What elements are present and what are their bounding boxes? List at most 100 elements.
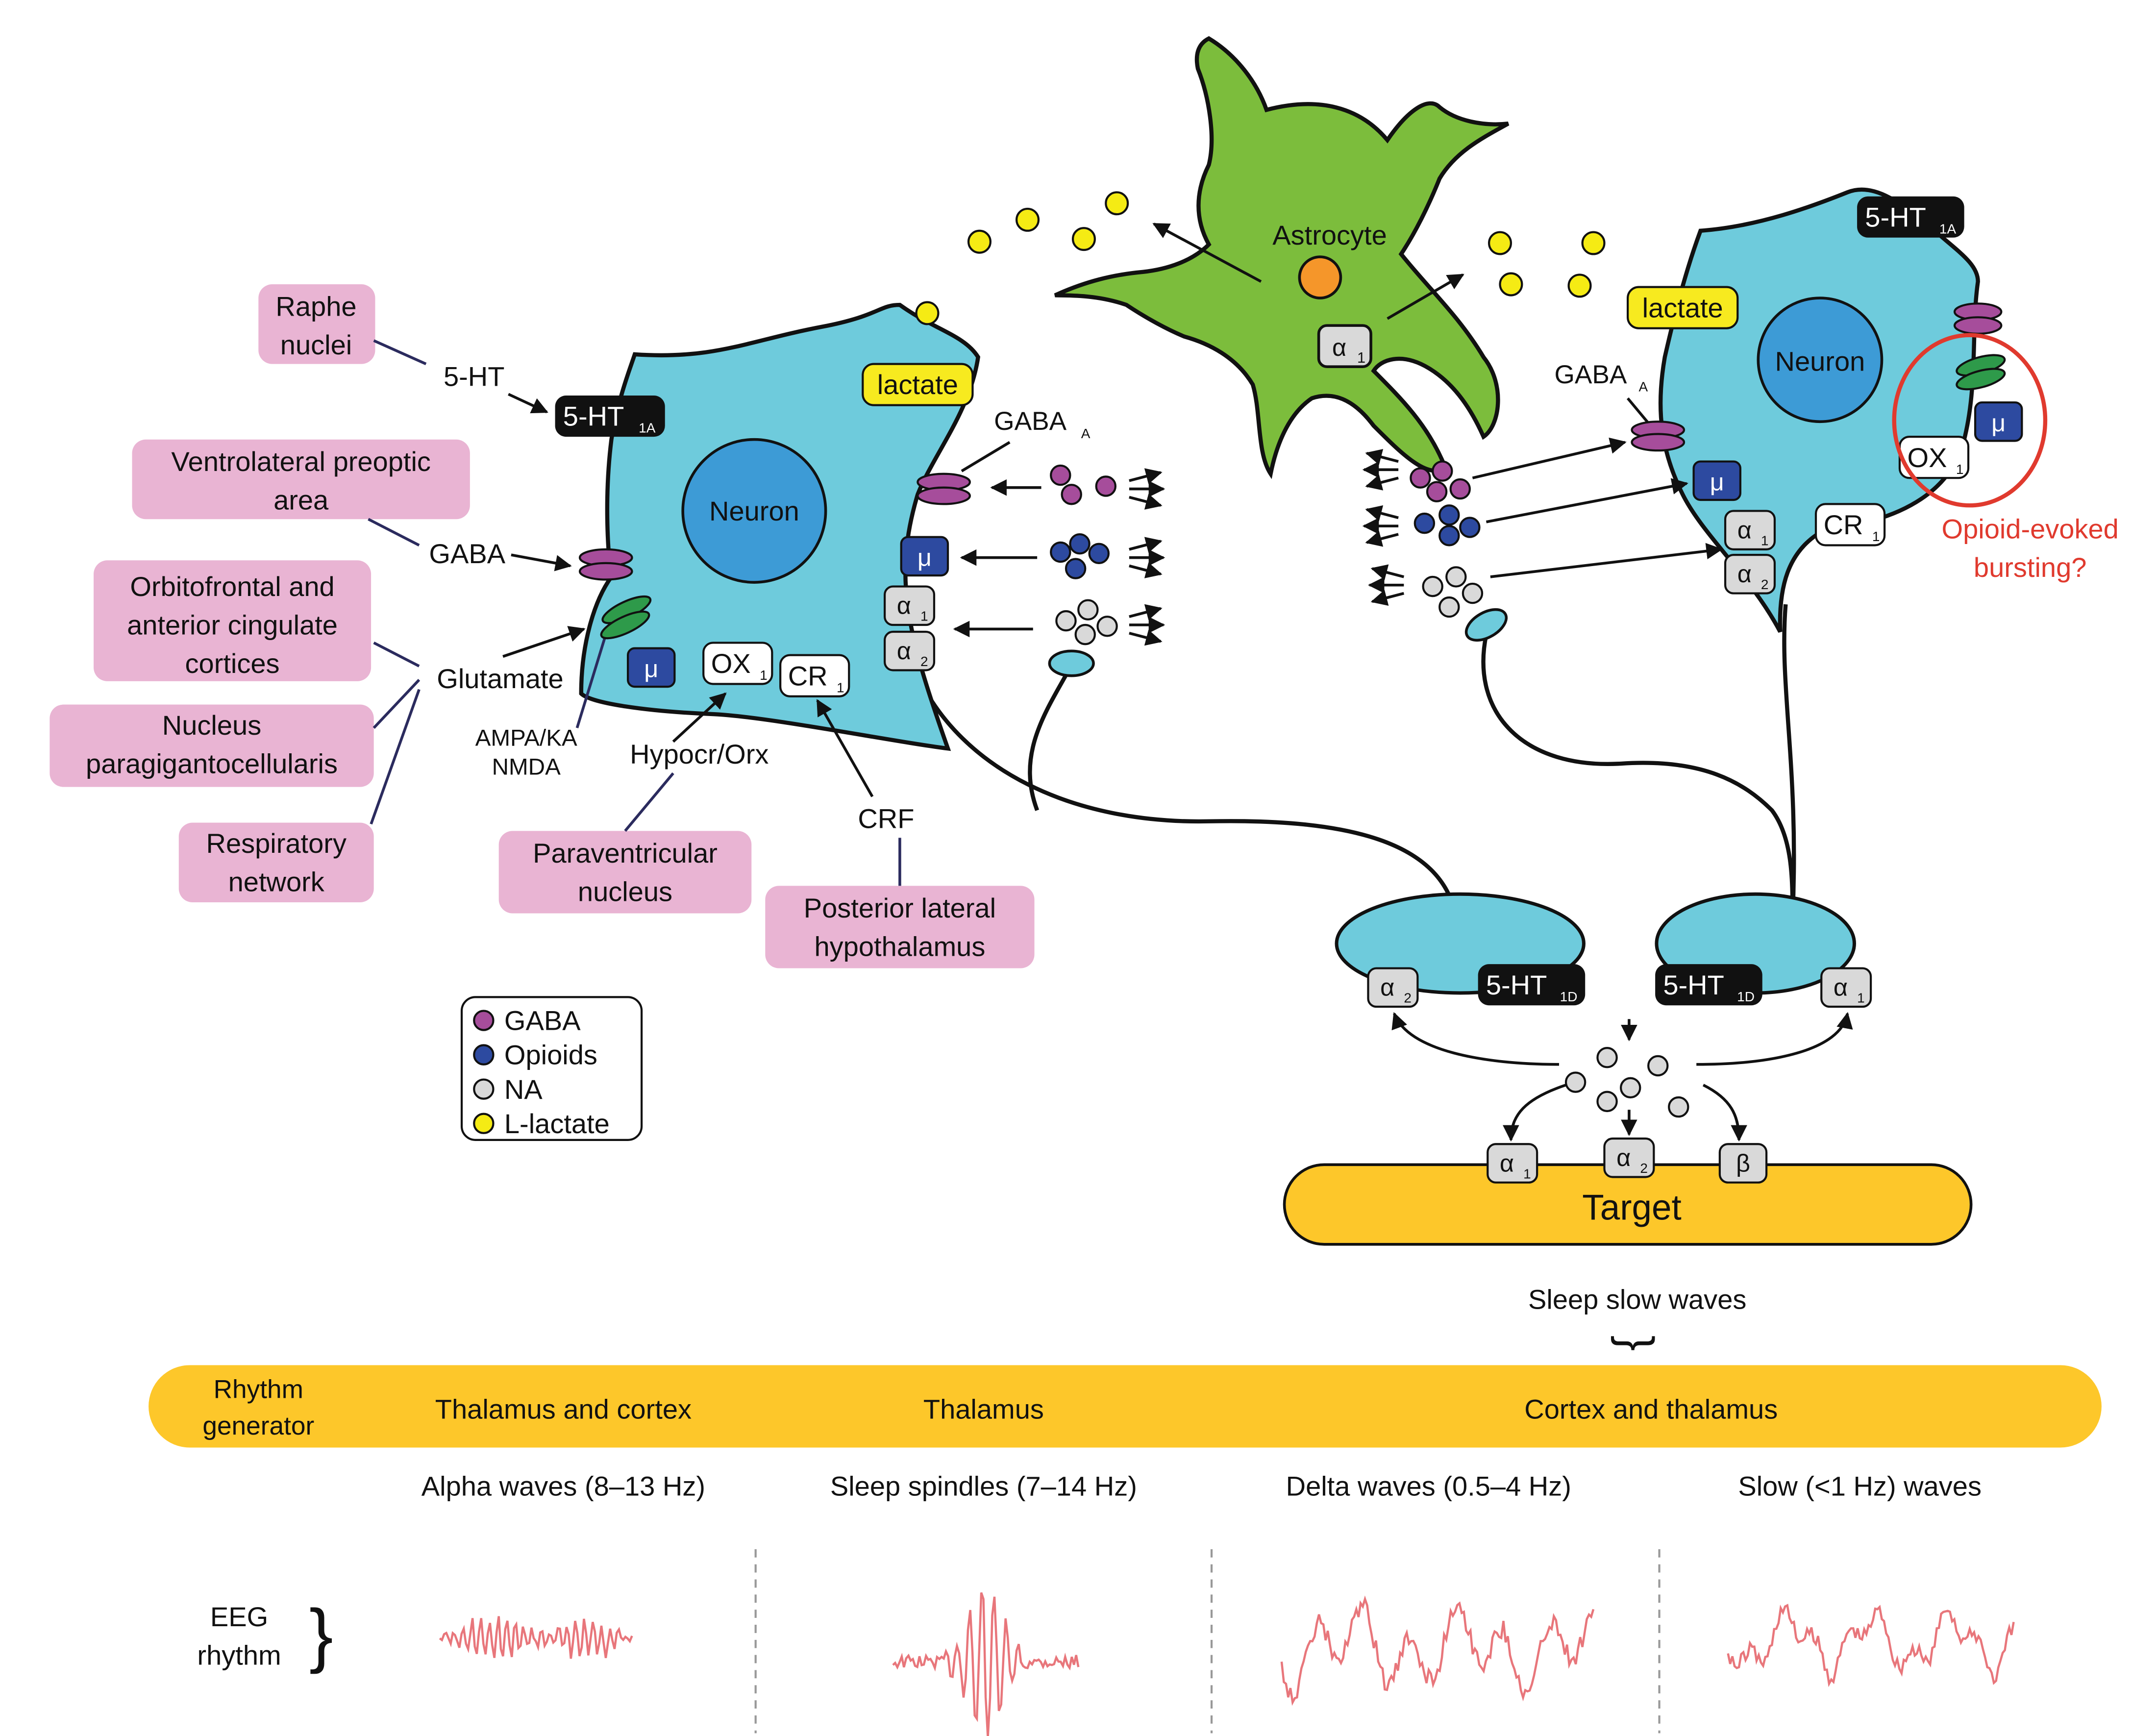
wave-spindles-label: Sleep spindles (7–14 Hz) [830, 1471, 1137, 1502]
svg-text:1: 1 [1872, 529, 1880, 544]
legend-swatch [473, 1044, 495, 1066]
right-release-arrows [1362, 437, 1723, 606]
left-bouton [1048, 649, 1095, 677]
svg-text:A: A [1081, 426, 1091, 441]
eeg-traces [439, 1592, 2015, 1736]
input-ampa: AMPA/KA [475, 725, 577, 751]
eeg-slow-trace [1727, 1604, 2015, 1687]
svg-text:5-HT: 5-HT [563, 401, 624, 432]
svg-text:α: α [1332, 333, 1346, 361]
generator-cortex-thalamus: Cortex and thalamus [1524, 1394, 1778, 1425]
terminal-right-5ht1d: 5-HT 1D [1655, 964, 1762, 1006]
legend-label: L-lactate [504, 1108, 610, 1139]
astrocyte-release-arrow-right [1387, 273, 1464, 320]
receptor-gaba-a-left: GABA A [917, 407, 1091, 505]
svg-text:β: β [1736, 1149, 1750, 1177]
left-opioid-dots [1050, 533, 1110, 579]
svg-text:μ: μ [1991, 409, 2006, 437]
lactate-box-left: lactate [862, 363, 974, 406]
receptor-mu-left-2: μ [900, 536, 949, 577]
svg-text:1D: 1D [1560, 989, 1578, 1004]
source-connectors [368, 339, 901, 886]
receptor-alpha2-left: α 2 [884, 630, 936, 671]
svg-text:2: 2 [920, 654, 928, 669]
legend-label: Opioids [504, 1040, 597, 1070]
receptor-alpha1-left: α 1 [884, 585, 936, 626]
svg-text:CR: CR [1824, 509, 1863, 540]
terminal-right-alpha1: α 1 [1820, 967, 1872, 1008]
receptor-glutamate-left [600, 595, 652, 640]
synapse-arrows [1391, 1012, 1853, 1142]
svg-text:1D: 1D [1737, 989, 1755, 1004]
svg-text:1: 1 [1761, 533, 1769, 548]
receptor-cr1-right: CR 1 [1814, 503, 1886, 546]
input-gaba: GABA [429, 538, 505, 569]
svg-text:1A: 1A [1939, 221, 1957, 236]
svg-text:A: A [1639, 379, 1648, 395]
axon-left-neuron [916, 674, 1458, 918]
receptor-mu-right-2: μ [1692, 460, 1741, 501]
svg-text:lactate: lactate [1642, 292, 1723, 323]
input-5ht: 5-HT [444, 361, 505, 392]
lactate-dots [915, 191, 1606, 325]
left-na-dots [1055, 599, 1118, 645]
svg-text:α: α [1500, 1149, 1514, 1177]
legend-label: GABA [504, 1005, 581, 1036]
legend-item: Opioids [473, 1040, 597, 1070]
axon-right-neuron [1782, 604, 1796, 918]
svg-text:2: 2 [1761, 577, 1769, 592]
svg-text:α: α [1737, 560, 1752, 588]
svg-text:μ: μ [644, 654, 658, 682]
receptor-gaba-right-top [1953, 302, 2003, 335]
receptor-5ht1a-right: 5-HT 1A [1857, 196, 1964, 238]
receptor-mu-left: μ [626, 647, 676, 688]
svg-text:α: α [1380, 973, 1394, 1001]
receptor-mu-right: μ [1974, 401, 2023, 442]
svg-text:α: α [1737, 516, 1752, 544]
svg-text:5-HT: 5-HT [1486, 969, 1547, 1000]
astrocyte-nucleus [1298, 255, 1342, 299]
receptor-cr1-left: CR 1 [779, 654, 850, 697]
generator-thalamus: Thalamus [923, 1394, 1044, 1425]
svg-text:1: 1 [1857, 991, 1865, 1006]
target-alpha1: α 1 [1487, 1143, 1538, 1184]
receptor-alpha2-right: α 2 [1724, 553, 1776, 595]
svg-text:GABA: GABA [1554, 360, 1627, 389]
target-label: Target [1582, 1188, 1681, 1227]
svg-text:1: 1 [1956, 462, 1964, 477]
left-gaba-dots [1050, 464, 1116, 505]
receptor-glutamate-right [1956, 354, 2006, 391]
input-nmda: NMDA [492, 754, 561, 780]
svg-text:OX: OX [711, 648, 751, 679]
svg-text:2: 2 [1640, 1161, 1648, 1176]
neuron-left-label: Neuron [709, 496, 799, 526]
astrocyte-body [1054, 36, 1510, 479]
svg-text:1: 1 [1357, 349, 1365, 366]
target-beta: β [1718, 1143, 1768, 1184]
wave-slow-label: Slow (<1 Hz) waves [1738, 1471, 1982, 1502]
synapse-na-dots [1564, 1046, 1689, 1118]
terminal-left-5ht1d: 5-HT 1D [1478, 964, 1586, 1006]
slow-waves-brace: } [1611, 1336, 1662, 1351]
wave-delta-label: Delta waves (0.5–4 Hz) [1286, 1471, 1571, 1502]
legend-item: GABA [473, 1005, 581, 1036]
svg-text:2: 2 [1404, 991, 1412, 1006]
rhythm-generator-band [149, 1365, 2102, 1448]
receptor-5ht1a-left: 5-HT 1A [555, 396, 665, 437]
legend-item: L-lactate [473, 1108, 610, 1139]
target-alpha2: α 2 [1603, 1137, 1655, 1178]
svg-text:1A: 1A [639, 421, 656, 436]
